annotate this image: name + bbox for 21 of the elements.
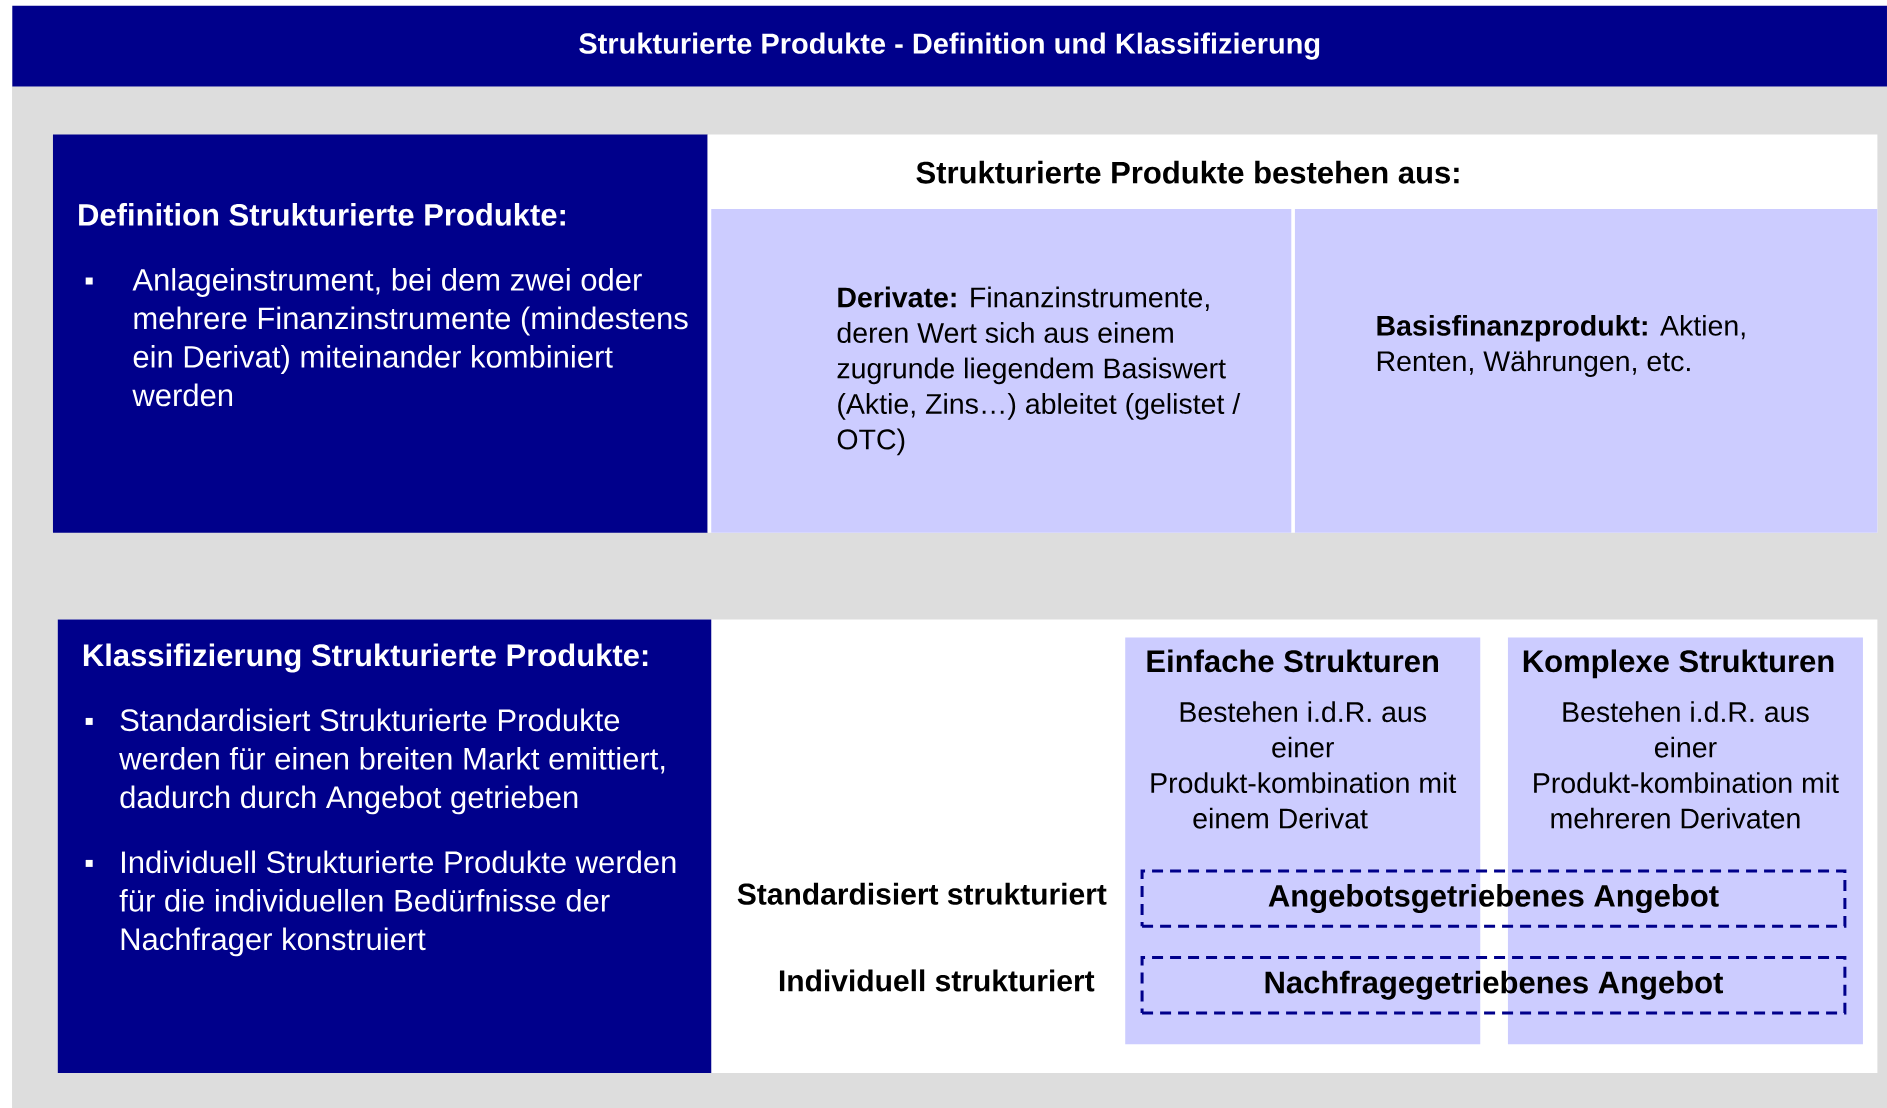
column-text: Bestehen i.d.R. aus einer Produkt-kombination mit einem Derivat	[1151, 701, 1457, 829]
component-box	[711, 209, 1292, 533]
row-label: Individuell strukturiert	[779, 969, 1095, 992]
bullet-item: Standardisiert Strukturierte Produkte werden für einen breiten Markt emittiert, dadurch durch Angebot getrieben	[85, 708, 665, 815]
column-heading: Einfache Strukturen	[1147, 649, 1438, 673]
box-heading: Strukturierte Produkte bestehen aus:	[916, 160, 1459, 184]
column-heading: Komplexe Strukturen	[1523, 649, 1834, 679]
classification-box	[57, 619, 712, 1074]
title-bar: Strukturierte Produkte - Definition und Klassifizierung	[12, 5, 1887, 87]
box-heading: Klassifizierung Strukturierte Produkte:	[83, 643, 648, 673]
bullet-item: Anlageinstrument, bei dem zwei oder mehrere Finanzinstrumente (mindestens ein Derivat) miteinander kombiniert werden	[85, 268, 688, 407]
component-box	[1294, 209, 1878, 533]
definition-box	[52, 134, 708, 533]
box-text: Derivate: Finanzinstrumente, deren Wert sich aus einem zugrunde liegendem Basiswert (Aktie, Zins…) ableitet (gelistet / OTC)	[837, 286, 1241, 456]
box-heading: Definition Strukturierte Produkte:	[79, 203, 565, 226]
box-text: Basisfinanzprodukt: Aktien, Renten, Währungen, etc.	[1377, 314, 1745, 377]
column-text: Bestehen i.d.R. aus einer Produkt-kombination mit mehreren Derivaten	[1534, 701, 1839, 829]
dashed-box: Angebotsgetriebenes Angebot	[1140, 869, 1847, 928]
row-label: Standardisiert strukturiert	[737, 882, 1107, 905]
bullet-item: Individuell Strukturierte Produkte werden für die individuellen Bedürfnisse der Nachfrager konstruiert	[85, 850, 676, 957]
dashed-box: Nachfragegetriebenes Angebot	[1140, 956, 1847, 1015]
